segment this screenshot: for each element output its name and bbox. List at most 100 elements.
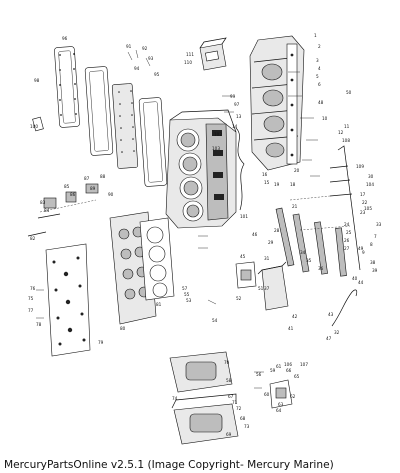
callout-18: 18 (290, 182, 296, 187)
callout-90: 90 (108, 192, 114, 197)
exploded-parts-diagram: 1 2 3 4 5 6 7 8 9 10 11 12 13 14 15 16 1… (27, 33, 382, 445)
cover-plate (257, 261, 289, 311)
callout-52: 52 (236, 296, 242, 301)
cylinder-block (165, 109, 237, 229)
callout-102: 102 (214, 132, 222, 137)
bolts (36, 49, 320, 389)
callout-22: 22 (362, 200, 368, 205)
callout-11: 11 (344, 124, 350, 129)
callout-110: 110 (184, 60, 192, 65)
callout-48: 48 (318, 100, 324, 105)
callout-98: 98 (34, 78, 40, 83)
callout-labels: 1 2 3 4 5 6 7 8 9 10 11 12 13 14 15 16 1… (28, 33, 382, 437)
small-bracket-assembly (269, 379, 293, 409)
callout-93: 93 (148, 56, 154, 61)
callout-107: 107 (300, 362, 308, 367)
callout-50: 50 (346, 90, 352, 95)
callout-28: 28 (274, 228, 280, 233)
callout-13: 13 (236, 114, 242, 119)
callout-85: 85 (64, 184, 70, 189)
callout-71: 71 (232, 400, 238, 405)
callout-65: 65 (294, 374, 300, 379)
callout-7: 7 (374, 234, 377, 239)
callout-103: 103 (212, 146, 220, 151)
head-gasket (139, 217, 175, 301)
callout-89: 89 (90, 186, 96, 191)
callout-34: 34 (300, 250, 306, 255)
callout-56: 56 (256, 372, 262, 377)
callout-86: 86 (70, 192, 76, 197)
crankcase (249, 35, 305, 171)
callout-73: 73 (244, 424, 250, 429)
cylinder-block-cover-gasket (54, 46, 80, 128)
callout-78: 78 (36, 322, 42, 327)
callout-14: 14 (232, 124, 238, 129)
callout-17: 17 (360, 192, 366, 197)
callout-97: 97 (234, 102, 240, 107)
callout-75: 75 (28, 296, 34, 301)
callout-42: 42 (292, 314, 298, 319)
callout-91: 91 (126, 44, 132, 49)
exhaust-plate-upper (169, 351, 233, 393)
callout-25: 25 (346, 230, 352, 235)
decal-box (199, 37, 227, 71)
callout-58: 58 (226, 378, 232, 383)
callout-106: 106 (284, 362, 292, 367)
callout-74: 74 (172, 396, 178, 401)
callout-31: 31 (264, 256, 270, 261)
callout-62: 62 (290, 394, 296, 399)
callout-23: 23 (360, 210, 366, 215)
callout-99: 99 (230, 94, 236, 99)
callout-92: 92 (142, 46, 148, 51)
callout-5: 5 (316, 74, 319, 79)
callout-41: 41 (288, 326, 294, 331)
callout-29: 29 (268, 240, 274, 245)
callout-101: 101 (240, 214, 248, 219)
callout-82: 82 (30, 236, 36, 241)
callout-24: 24 (344, 222, 350, 227)
bracket-small (235, 261, 257, 289)
callout-83: 83 (40, 200, 46, 205)
callout-16: 16 (262, 172, 268, 177)
callout-37: 37 (264, 286, 270, 291)
callout-44: 44 (358, 280, 364, 285)
callout-79: 79 (98, 340, 104, 345)
water-cover-plate (45, 243, 91, 357)
callout-2: 2 (318, 44, 321, 49)
callout-53: 53 (186, 298, 192, 303)
callout-43: 43 (328, 312, 334, 317)
callout-26: 26 (344, 238, 350, 243)
callout-111: 111 (186, 52, 194, 57)
callout-96: 96 (62, 36, 68, 41)
callout-20: 20 (294, 168, 300, 173)
callout-59: 59 (270, 368, 276, 373)
callout-21: 21 (292, 204, 298, 209)
callout-68: 68 (240, 416, 246, 421)
callout-55: 55 (184, 292, 190, 297)
callout-32: 32 (334, 330, 340, 335)
callout-70: 70 (224, 360, 230, 365)
callout-38: 38 (370, 260, 376, 265)
callout-77: 77 (28, 308, 34, 313)
callout-57: 57 (182, 286, 188, 291)
callout-69: 69 (226, 432, 232, 437)
callout-63: 63 (278, 402, 284, 407)
callout-3: 3 (316, 58, 319, 63)
linkage-rods (275, 145, 361, 277)
callout-60: 60 (264, 392, 270, 397)
callout-27: 27 (344, 246, 350, 251)
thermostat-housing (27, 183, 99, 237)
callout-19: 19 (274, 182, 280, 187)
callout-105: 105 (364, 206, 372, 211)
cylinder-block-cover (84, 66, 114, 156)
callout-45: 45 (240, 254, 246, 259)
transfer-port-cover (111, 83, 139, 169)
hose (331, 289, 358, 327)
callout-94: 94 (134, 66, 140, 71)
callout-81: 81 (156, 302, 162, 307)
callout-9: 9 (362, 250, 365, 255)
callout-84: 84 (44, 208, 50, 213)
callout-10: 10 (322, 116, 328, 121)
callout-76: 76 (30, 286, 36, 291)
callout-36: 36 (318, 266, 324, 271)
